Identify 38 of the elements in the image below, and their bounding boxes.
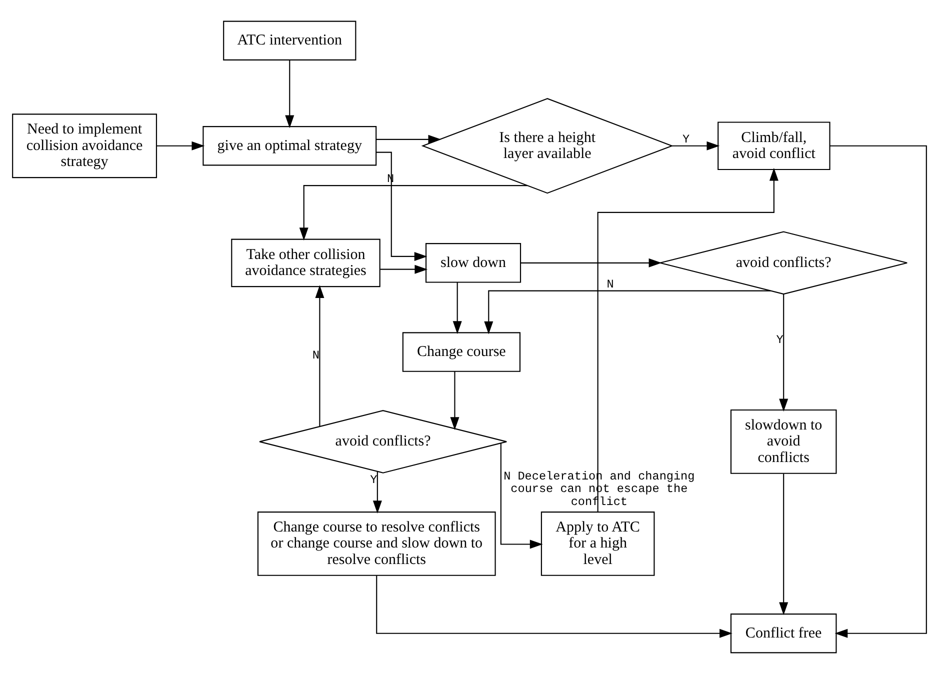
arrow [315,284,324,426]
edge-label: Y [682,132,690,146]
node-diamond: avoid conflicts? [660,230,908,294]
arrow [156,140,205,150]
node-diamond: avoid conflicts? [259,410,508,473]
arrow [299,184,528,240]
arrow [376,151,428,260]
node-box: Change course [402,332,520,372]
arrow [500,442,543,548]
arrow [672,140,720,150]
arrow [779,473,788,615]
arrow [372,470,382,514]
node-box: Climb/fall, avoid conflict [718,121,830,170]
edge-label: Y [776,332,784,347]
arrow [779,294,788,412]
edge-label: Y [370,472,378,486]
node-box: slowdown to avoid conflicts [730,408,837,474]
node-box: Take other collision avoidance strategies [231,238,380,287]
node-box: Need to implement collision avoidance strategy [12,113,158,178]
arrow [452,282,462,334]
arrow [484,290,771,334]
arrow [597,167,778,512]
edge-label: N [606,276,614,291]
arrow [376,134,442,144]
arrow [450,371,460,430]
arrow [285,60,294,128]
node-box: give an optimal strategy [202,126,377,166]
node-diamond: Is there a height layer available [421,98,674,194]
arrow [376,575,732,638]
edge-label: N [312,348,320,362]
node-box: Conflict free [730,613,837,653]
node-box: ATC intervention [223,20,356,60]
arrow [380,264,428,274]
node-box: Apply to ATC for a high level [540,511,655,576]
arrow [520,258,662,267]
node-box: Change course to resolve conflicts or change course and slow down to resolve conflicts [257,511,496,576]
arrow [830,144,927,638]
node-box: slow down [425,242,522,282]
